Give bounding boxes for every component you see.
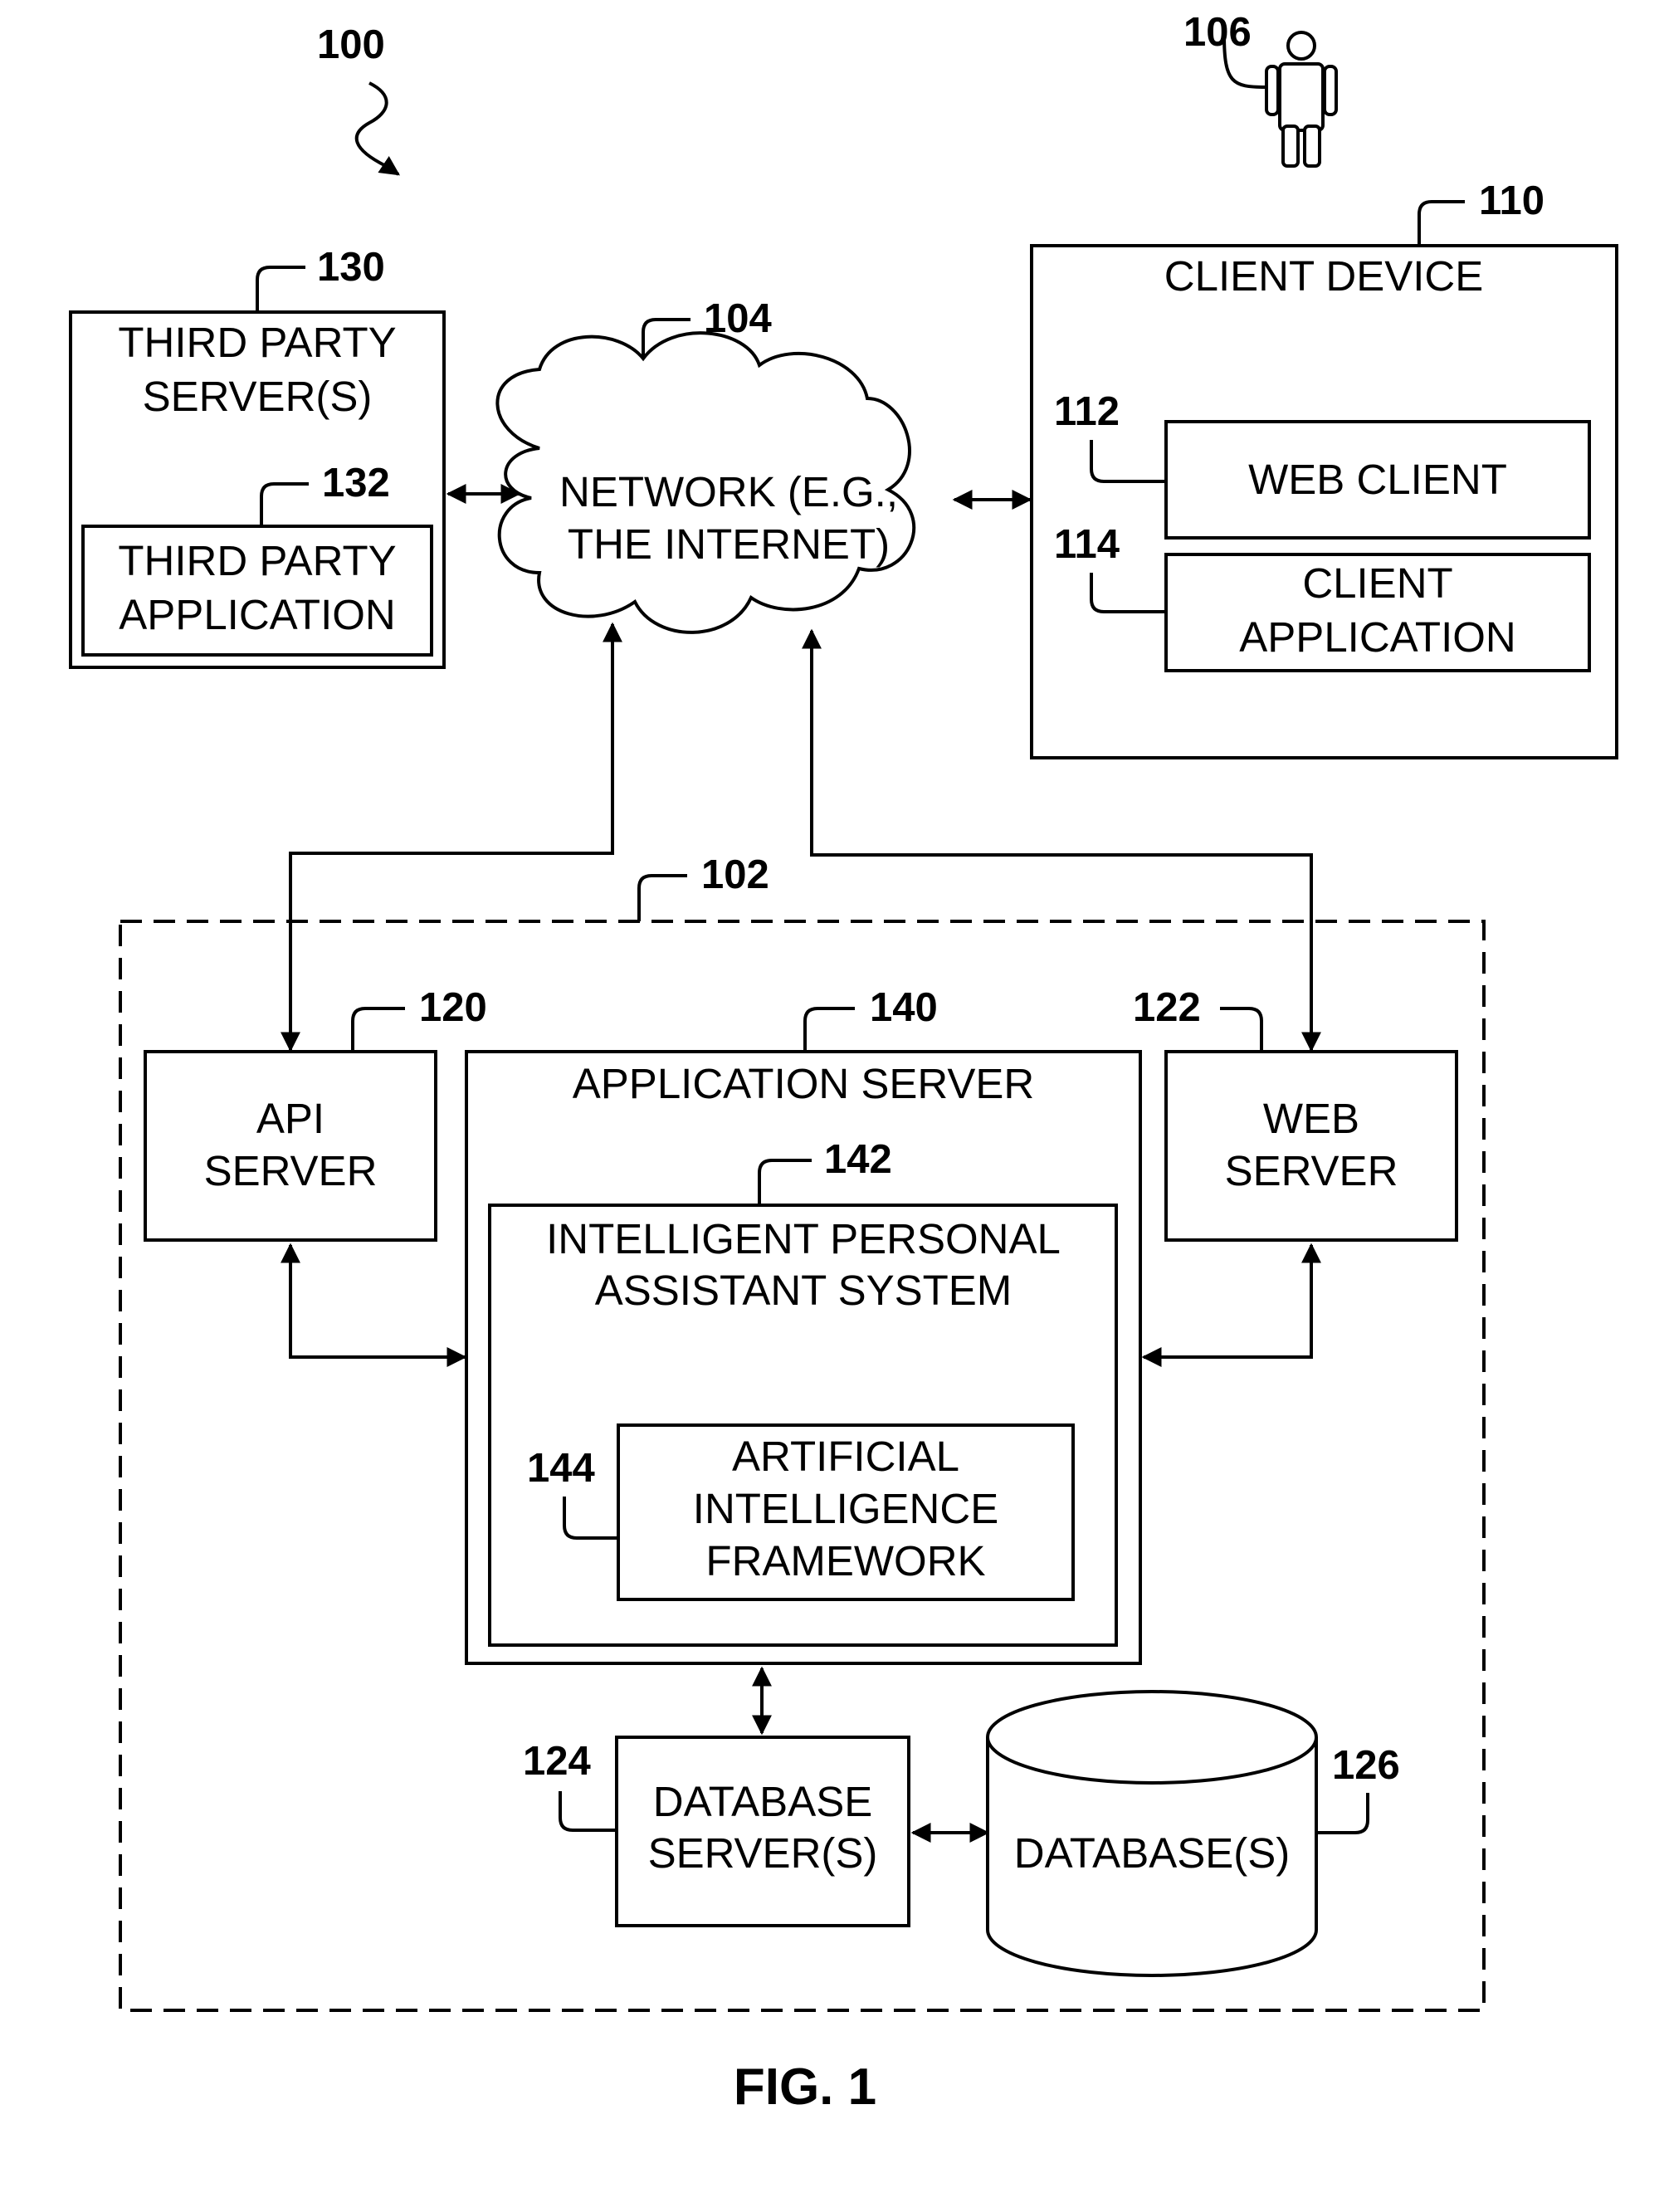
ref-130: 130 <box>317 245 385 290</box>
web-server-box <box>1166 1052 1457 1240</box>
ref-124: 124 <box>523 1739 591 1784</box>
third-party-server-label-1: THIRD PARTY <box>118 319 396 366</box>
ref-126-leader <box>1318 1793 1368 1833</box>
ref-144: 144 <box>527 1446 595 1491</box>
network-label-1: NETWORK (E.G., <box>559 468 898 515</box>
database-label: DATABASE(S) <box>1014 1829 1291 1877</box>
ref-120: 120 <box>419 985 487 1030</box>
ref-120-leader <box>353 1008 405 1052</box>
ref-122: 122 <box>1133 985 1201 1030</box>
ref-114: 114 <box>1054 522 1120 567</box>
ref-132: 132 <box>322 461 390 505</box>
ref-126: 126 <box>1332 1743 1400 1788</box>
ref-140: 140 <box>870 985 938 1030</box>
ipa-system-label-1: INTELLIGENT PERSONAL <box>546 1215 1061 1262</box>
network-label-2: THE INTERNET) <box>568 520 890 568</box>
ai-framework-label-2: INTELLIGENCE <box>693 1485 998 1532</box>
web-client-label: WEB CLIENT <box>1248 456 1507 503</box>
ai-framework-label-1: ARTIFICIAL <box>732 1433 959 1480</box>
third-party-application-label-1: THIRD PARTY <box>118 537 396 584</box>
ref-140-leader <box>805 1008 855 1052</box>
ref-130-leader <box>257 267 305 312</box>
ref-110: 110 <box>1479 178 1544 223</box>
web-server-label-2: SERVER <box>1225 1147 1398 1194</box>
web-app-server-arrow <box>1144 1245 1311 1357</box>
ref-122-leader <box>1220 1008 1261 1052</box>
ref-100: 100 <box>317 22 385 67</box>
ref-102-leader <box>639 876 687 921</box>
ai-framework-label-3: FRAMEWORK <box>705 1537 985 1585</box>
database-server-label-1: DATABASE <box>653 1778 873 1825</box>
api-server-box <box>145 1052 436 1240</box>
client-device-title: CLIENT DEVICE <box>1164 252 1484 300</box>
figure-caption: FIG. 1 <box>734 2058 876 2116</box>
database-server-label-2: SERVER(S) <box>648 1829 878 1877</box>
ipa-system-label-2: ASSISTANT SYSTEM <box>595 1267 1013 1314</box>
ref-100-squiggle-arrow <box>357 83 398 174</box>
web-server-label-1: WEB <box>1263 1095 1359 1142</box>
ref-106: 106 <box>1183 10 1252 55</box>
ref-110-leader <box>1419 202 1465 246</box>
client-application-label-2: APPLICATION <box>1239 613 1515 661</box>
api-app-server-arrow <box>290 1245 465 1357</box>
ref-142: 142 <box>824 1137 892 1182</box>
ref-112: 112 <box>1054 389 1120 434</box>
third-party-server-label-2: SERVER(S) <box>143 373 373 420</box>
api-server-label-2: SERVER <box>204 1147 378 1194</box>
application-server-title: APPLICATION SERVER <box>573 1060 1034 1107</box>
ref-124-leader <box>560 1791 617 1830</box>
client-application-label-1: CLIENT <box>1302 559 1452 607</box>
user-person-icon <box>1266 32 1336 166</box>
ref-102: 102 <box>701 852 769 897</box>
api-server-label-1: API <box>256 1095 325 1142</box>
third-party-application-label-2: APPLICATION <box>119 591 395 638</box>
